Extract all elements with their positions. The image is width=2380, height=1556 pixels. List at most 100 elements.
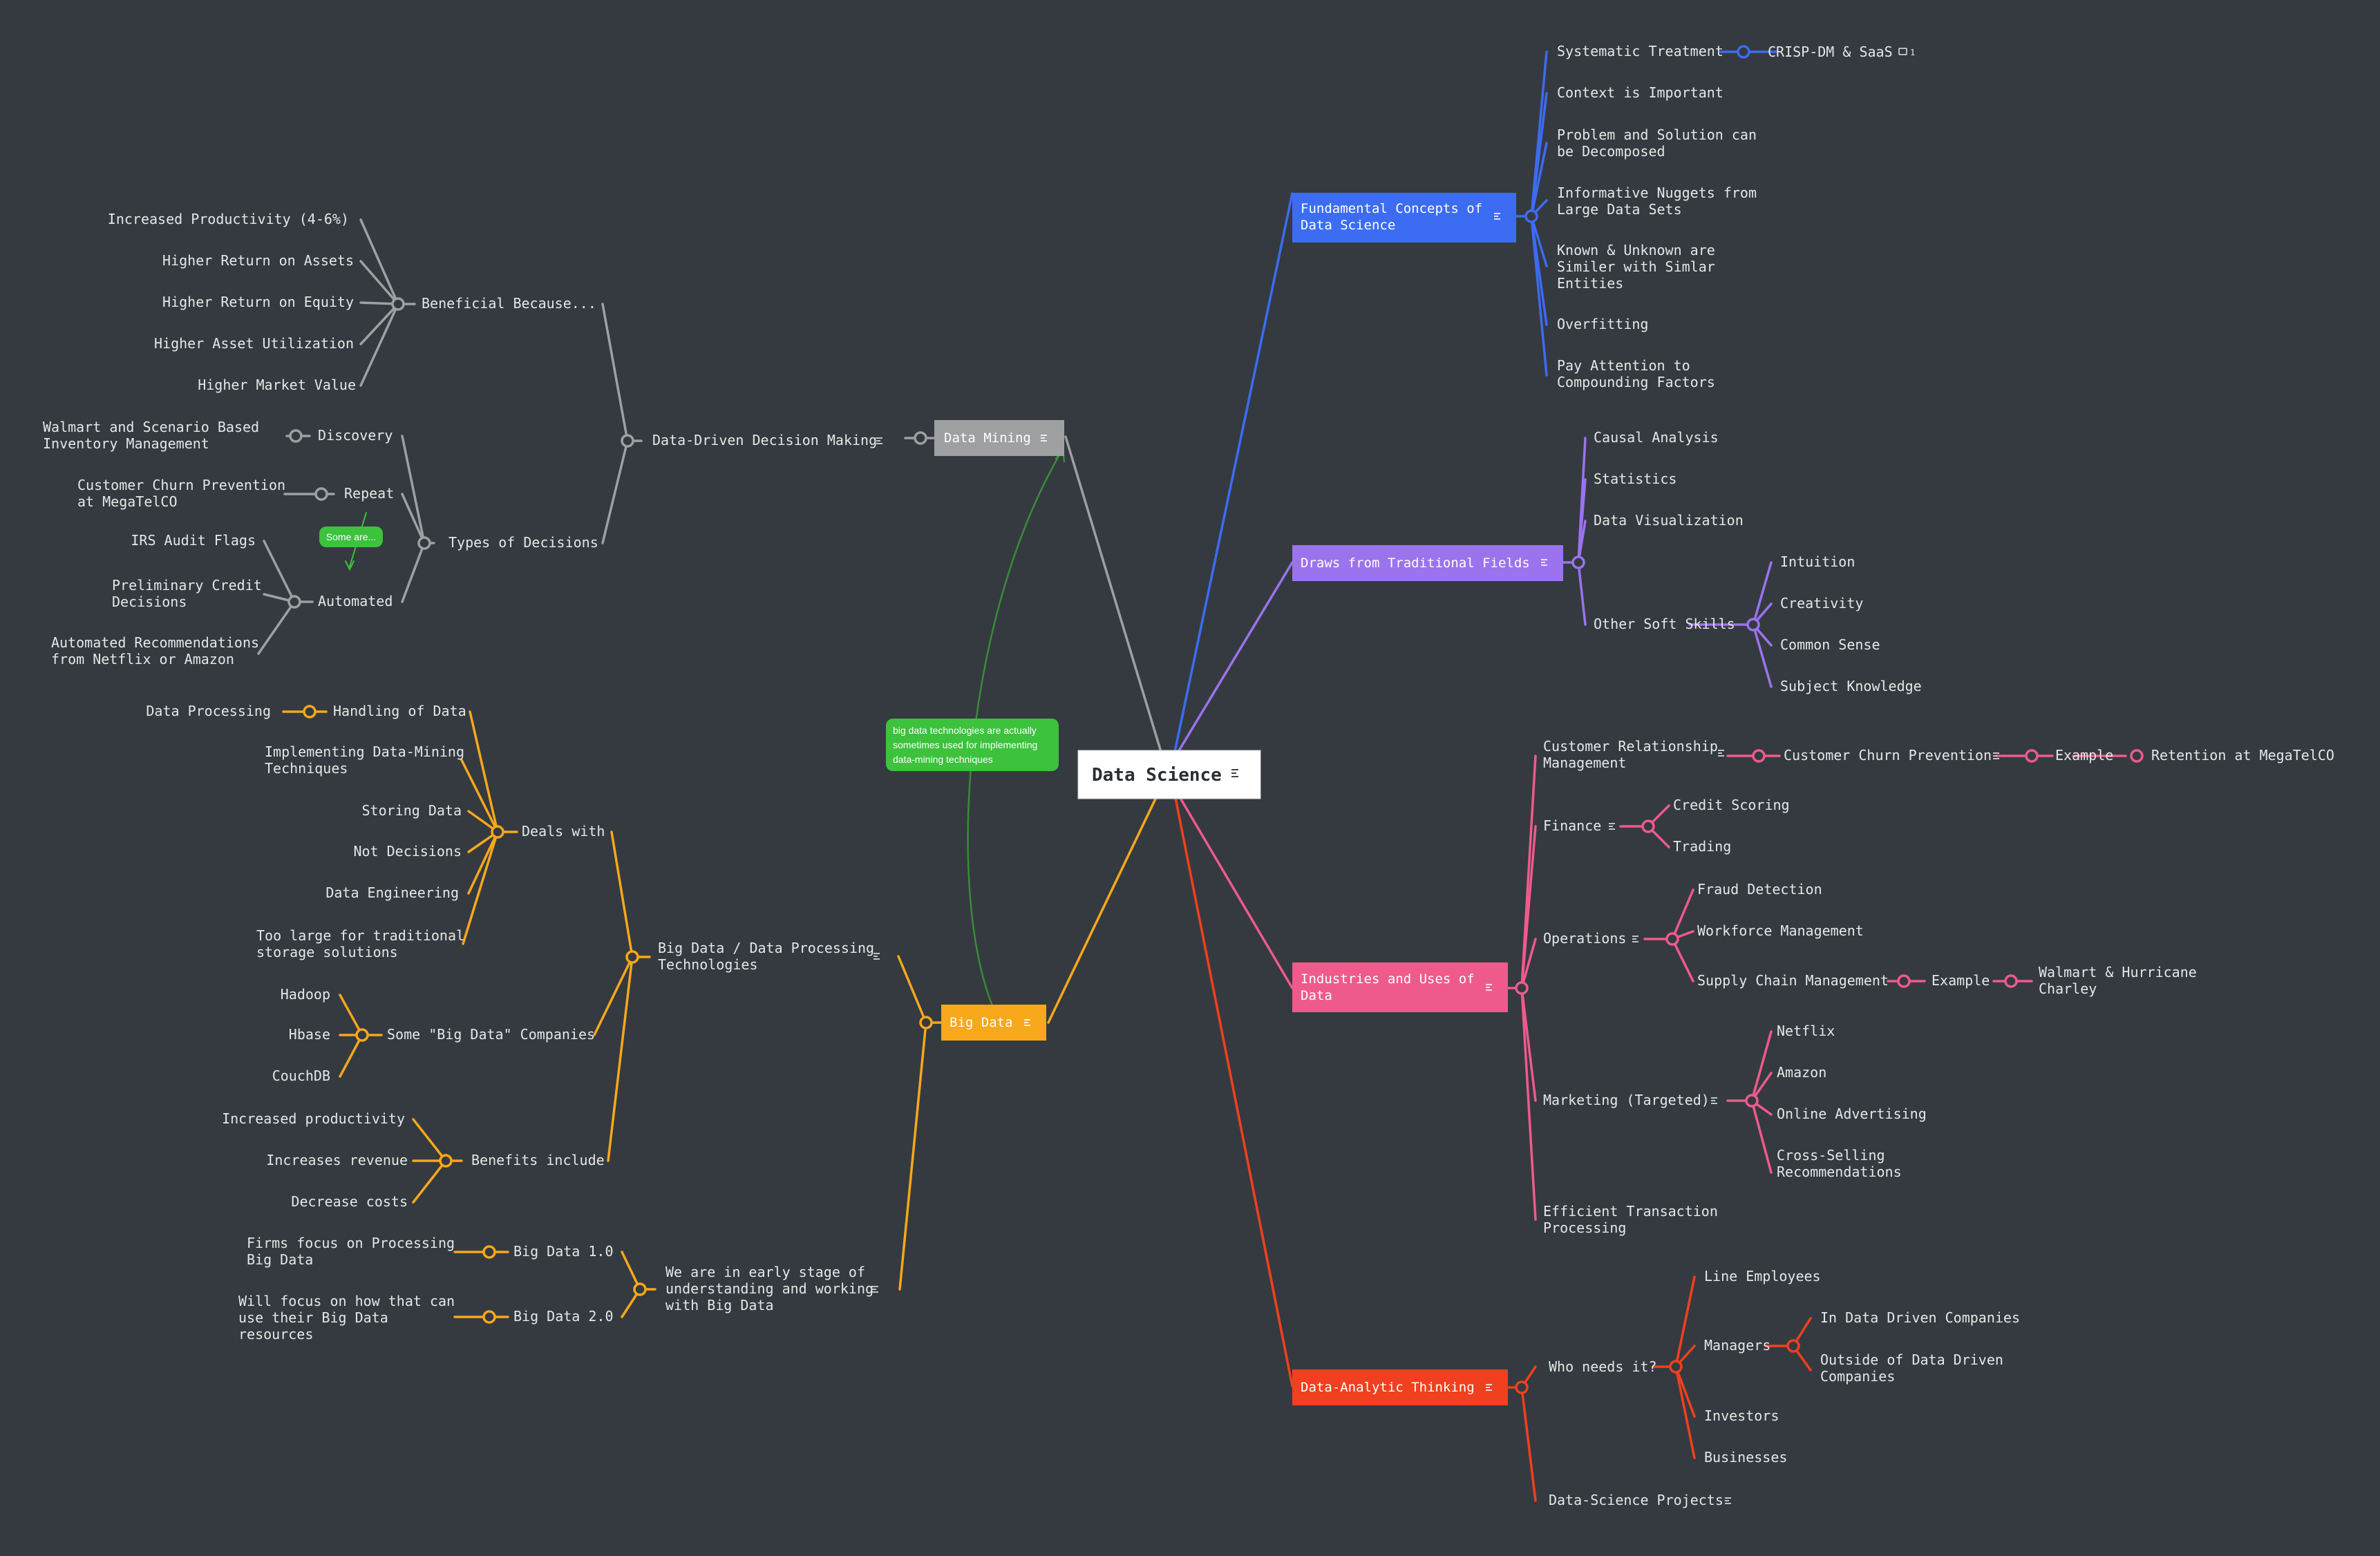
subtopic[interactable]: resources [238, 1326, 313, 1342]
topic-mining[interactable]: Data Mining [934, 420, 1064, 456]
junction-discovery[interactable] [289, 429, 303, 443]
junction-deals[interactable] [491, 825, 504, 839]
note-icon[interactable] [1024, 1019, 1030, 1026]
subtopic[interactable]: Customer Relationship [1543, 738, 1718, 755]
subtopic[interactable]: Walmart & Hurricane [2039, 964, 2197, 980]
note-icon[interactable] [1486, 984, 1492, 991]
subtopic[interactable]: In Data Driven Companies [1820, 1309, 2020, 1326]
subtopic[interactable]: use their Big Data [238, 1309, 388, 1326]
subtopic[interactable]: Big Data / Data Processing [658, 940, 874, 956]
subtopic[interactable]: Management [1543, 755, 1626, 771]
subtopic[interactable]: Efficient Transaction [1543, 1203, 1718, 1220]
junction-repeat[interactable] [314, 487, 328, 501]
subtopic[interactable]: Hbase [289, 1026, 330, 1043]
junction-automated[interactable] [287, 595, 301, 609]
subtopic[interactable]: from Netflix or Amazon [51, 651, 234, 667]
junction-beneficial[interactable] [391, 297, 405, 311]
subtopic[interactable]: Increased productivity [222, 1110, 405, 1127]
subtopic[interactable]: Firms focus on Processing [247, 1235, 455, 1251]
subtopic[interactable]: We are in early stage of [665, 1264, 865, 1280]
subtopic[interactable]: Operations [1543, 930, 1626, 947]
subtopic[interactable]: Walmart and Scenario Based [43, 419, 259, 435]
subtopic[interactable]: Subject Knowledge [1780, 678, 1922, 694]
subtopic[interactable]: Workforce Management [1697, 922, 1864, 939]
note-icon[interactable] [1486, 1384, 1492, 1391]
note-icon[interactable] [1711, 1097, 1717, 1104]
subtopic[interactable]: Benefits include [471, 1152, 605, 1168]
note-icon[interactable] [1041, 435, 1047, 442]
subtopic[interactable]: Decrease costs [291, 1193, 408, 1210]
subtopic[interactable]: Credit Scoring [1673, 797, 1790, 813]
subtopic[interactable]: Data-Science Projects [1549, 1492, 1723, 1508]
junction-ddd[interactable] [621, 434, 634, 448]
junction-finance[interactable] [1641, 819, 1655, 833]
subtopic[interactable]: Types of Decisions [448, 534, 598, 551]
subtopic[interactable]: Line Employees [1704, 1268, 1821, 1284]
note-icon[interactable] [1494, 213, 1500, 220]
subtopic[interactable]: Overfitting [1557, 316, 1648, 332]
subtopic[interactable]: Causal Analysis [1594, 429, 1719, 446]
subtopic[interactable]: Finance [1543, 817, 1601, 834]
subtopic[interactable]: Too large for traditional [256, 927, 464, 944]
junction-benefits[interactable] [439, 1154, 453, 1168]
subtopic[interactable]: Amazon [1777, 1064, 1826, 1081]
subtopic[interactable]: Increases revenue [266, 1152, 408, 1168]
junction-industries[interactable] [1515, 981, 1529, 995]
note-icon[interactable] [1609, 823, 1615, 830]
junction-bd2[interactable] [482, 1310, 496, 1324]
junction-fundamentals[interactable] [1524, 209, 1538, 223]
subtopic[interactable]: Hadoop [281, 986, 330, 1003]
note-icon[interactable] [1231, 769, 1238, 777]
topic-bigdata[interactable]: Big Data [941, 1005, 1046, 1041]
comment-icon[interactable]: 1 [1898, 48, 1915, 57]
subtopic[interactable]: Data Processing [146, 703, 271, 719]
subtopic[interactable]: Higher Return on Equity [162, 294, 354, 310]
subtopic[interactable]: Data-Driven Decision Making [652, 432, 877, 448]
junction-crm-example[interactable] [2130, 749, 2144, 763]
subtopic[interactable]: Common Sense [1780, 636, 1880, 653]
subtopic[interactable]: Big Data 2.0 [513, 1308, 614, 1325]
subtopic[interactable]: Example [1932, 972, 1990, 989]
subtopic[interactable]: Supply Chain Management [1697, 972, 1889, 989]
subtopic[interactable]: Cross-Selling [1777, 1147, 1885, 1164]
subtopic[interactable]: Creativity [1780, 595, 1863, 611]
subtopic[interactable]: be Decomposed [1557, 143, 1665, 160]
subtopic[interactable]: Outside of Data Driven [1820, 1351, 2003, 1368]
subtopic[interactable]: Storing Data [362, 802, 462, 819]
subtopic[interactable]: Automated [318, 593, 393, 609]
subtopic[interactable]: Not Decisions [353, 843, 462, 860]
subtopic[interactable]: Will focus on how that can [238, 1293, 455, 1309]
subtopic[interactable]: Businesses [1704, 1449, 1787, 1465]
subtopic[interactable]: Known & Unknown are [1557, 242, 1715, 258]
subtopic[interactable]: Automated Recommendations [51, 634, 259, 651]
subtopic[interactable]: Companies [1820, 1368, 1895, 1385]
subtopic[interactable]: Intuition [1780, 553, 1855, 570]
junction-bd1[interactable] [482, 1245, 496, 1259]
junction-handling[interactable] [303, 705, 317, 719]
topic-analytic[interactable]: Data-Analytic Thinking [1292, 1369, 1508, 1405]
subtopic[interactable]: Problem and Solution can [1557, 126, 1757, 143]
junction-crm[interactable] [1752, 749, 1766, 763]
subtopic[interactable]: understanding and working [665, 1280, 873, 1297]
subtopic[interactable]: Statistics [1594, 471, 1677, 487]
subtopic[interactable]: storage solutions [256, 944, 398, 960]
subtopic[interactable]: CRISP-DM & SaaS [1768, 44, 1893, 60]
note-icon[interactable] [872, 1286, 878, 1293]
subtopic[interactable]: Repeat [344, 485, 394, 502]
note-icon[interactable] [1541, 559, 1547, 566]
subtopic[interactable]: Recommendations [1777, 1164, 1902, 1180]
junction-ops-example[interactable] [2004, 974, 2018, 988]
junction-systematic[interactable] [1737, 45, 1750, 59]
center-node[interactable]: Data Science [1077, 750, 1261, 799]
subtopic[interactable]: Context is Important [1557, 84, 1723, 101]
subtopic[interactable]: Processing [1543, 1220, 1626, 1236]
subtopic[interactable]: with Big Data [665, 1297, 774, 1313]
subtopic[interactable]: Similer with Simlar [1557, 258, 1715, 275]
note-icon[interactable] [1725, 1497, 1731, 1504]
subtopic[interactable]: at MegaTelCO [77, 493, 178, 510]
subtopic[interactable]: Pay Attention to [1557, 357, 1690, 374]
junction-managers[interactable] [1786, 1339, 1800, 1353]
subtopic[interactable]: Higher Market Value [198, 377, 356, 393]
topic-traditional[interactable]: Draws from Traditional Fields [1292, 545, 1563, 581]
callout-some-are[interactable]: Some are... [319, 526, 383, 547]
